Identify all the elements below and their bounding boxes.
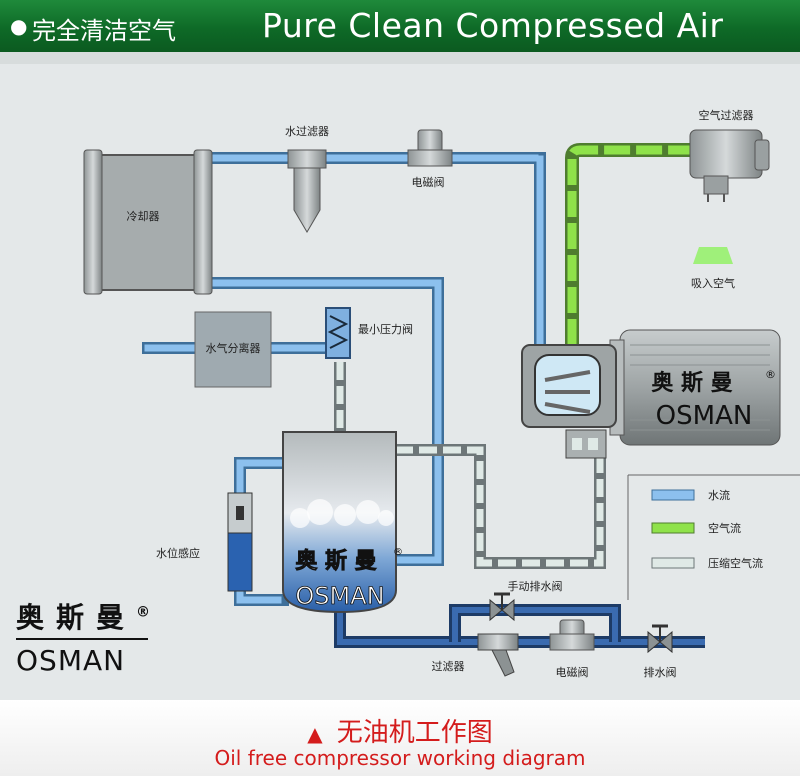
water-filter: 水过滤器 — [285, 125, 329, 233]
tank-brand-en: OSMAN — [295, 582, 384, 610]
motor-brand-cn: 奥 斯 曼 — [651, 370, 732, 396]
strainer-filter: 过滤器 — [432, 633, 519, 677]
logo-cn: 奥斯曼 — [16, 601, 137, 634]
working-diagram: 冷却器 水过滤器 电磁阀 空气过滤器 吸入空气 水气分离器 最小压力阀 — [83, 108, 800, 679]
motor-brand-en: OSMAN — [656, 401, 753, 431]
triangle-icon: ▲ — [307, 722, 323, 746]
footer-subtitle: Oil free compressor working diagram — [214, 746, 586, 770]
header-stripe — [0, 52, 800, 64]
air-filter: 空气过滤器 — [689, 108, 770, 202]
logo-divider — [16, 638, 148, 640]
svg-text:水流: 水流 — [708, 488, 730, 502]
logo-en: OSMAN — [16, 644, 126, 677]
footer-title: ▲ 无油机工作图 — [0, 712, 800, 749]
drain-valve: 排水阀 — [644, 624, 677, 679]
cooler: 冷却器 — [83, 149, 213, 295]
water-level-sensor: 水位感应 — [156, 492, 253, 592]
solenoid-valve-top-label: 电磁阀 — [412, 175, 445, 189]
air-tank: 奥 斯 曼 ® OSMAN — [282, 431, 403, 614]
drain-valve-label: 排水阀 — [644, 665, 677, 679]
bullet-icon: ● — [10, 14, 28, 38]
tank-brand-reg: ® — [393, 547, 403, 558]
solenoid-valve-bottom-label: 电磁阀 — [556, 665, 589, 679]
legend-compressed-air: 压缩空气流 — [651, 556, 763, 570]
legend: 水流 空气流 压缩空气流 — [627, 474, 800, 600]
water-filter-label: 水过滤器 — [285, 125, 329, 138]
water-gas-separator: 水气分离器 — [194, 311, 272, 388]
tank-brand-cn: 奥 斯 曼 — [295, 548, 376, 574]
legend-water: 水流 — [651, 488, 730, 502]
header-title-en: Pure Clean Compressed Air — [262, 6, 724, 45]
logo-reg: ® — [136, 604, 151, 621]
footer-title-cn: 无油机工作图 — [336, 718, 493, 748]
osman-logo: 奥斯曼® OSMAN — [16, 596, 166, 677]
min-pressure-valve-label: 最小压力阀 — [358, 322, 413, 336]
min-pressure-valve: 最小压力阀 — [325, 307, 413, 359]
water-level-sensor-label: 水位感应 — [156, 546, 200, 560]
air-filter-label: 空气过滤器 — [699, 108, 754, 122]
cooler-label: 冷却器 — [127, 210, 160, 223]
intake-air-indicator: 吸入空气 — [691, 247, 735, 290]
intake-air-pipe — [565, 143, 690, 345]
filter-label: 过滤器 — [432, 660, 465, 673]
manual-drain-valve: 手动排水阀 — [489, 579, 563, 622]
diagram-area: 冷却器 水过滤器 电磁阀 空气过滤器 吸入空气 水气分离器 最小压力阀 — [0, 64, 800, 704]
header-banner: ● 完全清洁空气 Pure Clean Compressed Air — [0, 0, 800, 52]
manual-drain-valve-label: 手动排水阀 — [508, 579, 563, 593]
motor-brand-reg: ® — [765, 368, 776, 381]
separator-label: 水气分离器 — [206, 341, 261, 355]
svg-text:压缩空气流: 压缩空气流 — [708, 556, 763, 570]
compressed-air-pipes — [334, 362, 606, 569]
svg-text:空气流: 空气流 — [708, 521, 741, 535]
solenoid-valve-bottom: 电磁阀 — [549, 619, 595, 679]
legend-air: 空气流 — [651, 521, 741, 535]
intake-air-label: 吸入空气 — [691, 276, 735, 290]
solenoid-valve-top: 电磁阀 — [407, 129, 453, 189]
header-title-cn: 完全清洁空气 — [32, 17, 176, 45]
compressor-motor: 奥 斯 曼 ® OSMAN — [521, 329, 781, 459]
footer: ▲ 无油机工作图 Oil free compressor working diag… — [0, 700, 800, 776]
